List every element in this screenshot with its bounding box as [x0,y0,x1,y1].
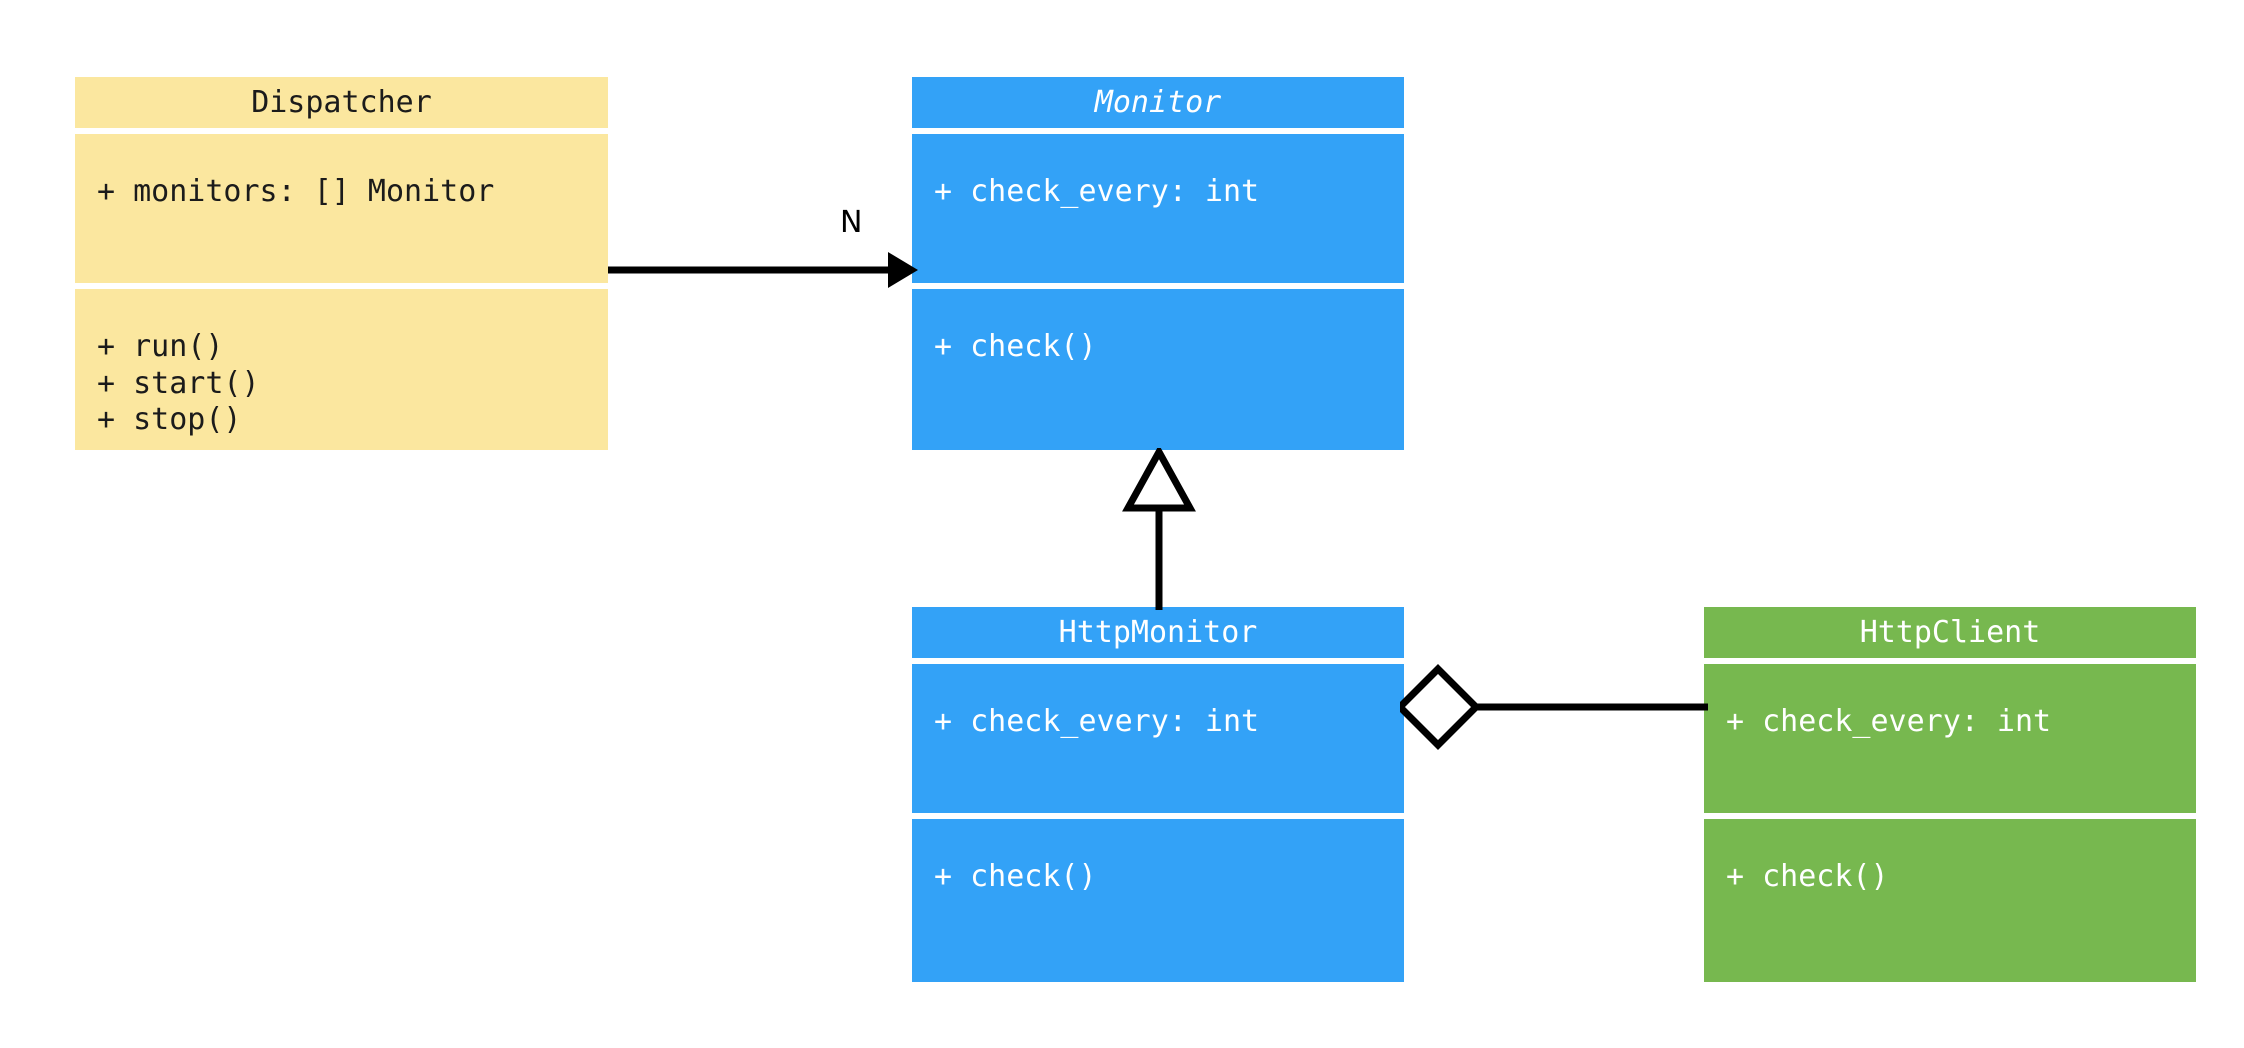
dispatcher-title-compartment: Dispatcher [75,77,608,128]
uml-class-dispatcher[interactable]: Dispatcher + monitors: [] Monitor + run(… [75,77,608,450]
http-client-attributes-compartment: + check_every: int [1704,664,2196,813]
http-client-divider-2 [1704,813,2196,819]
monitor-divider-1 [912,128,1404,134]
http-monitor-attributes-compartment: + check_every: int [912,664,1404,813]
generalization-httpmonitor-monitor [1122,448,1196,610]
dispatcher-method-start: + start() [97,365,260,401]
http-monitor-attribute: + check_every: int [934,704,1260,739]
http-client-attribute: + check_every: int [1726,704,2052,739]
monitor-attributes-compartment: + check_every: int [912,134,1404,283]
http-monitor-divider-1 [912,658,1404,664]
aggregation-httpmonitor-httpclient [1400,664,1708,750]
http-monitor-divider-2 [912,813,1404,819]
dispatcher-attributes-compartment: + monitors: [] Monitor [75,134,608,283]
http-client-method-check: + check() [1726,859,1889,894]
dispatcher-class-name: Dispatcher [251,84,432,120]
uml-class-http-client[interactable]: HttpClient + check_every: int + check() [1704,607,2196,982]
association-dispatcher-monitor [608,252,918,288]
association-multiplicity-label: N [840,205,863,240]
http-monitor-methods-compartment: + check() [912,819,1404,982]
dispatcher-divider-1 [75,128,608,134]
http-client-title-compartment: HttpClient [1704,607,2196,658]
dispatcher-method-run: + run() [97,329,224,364]
http-client-methods-compartment: + check() [1704,819,2196,982]
uml-class-monitor[interactable]: Monitor + check_every: int + check() [912,77,1404,450]
http-monitor-title-compartment: HttpMonitor [912,607,1404,658]
monitor-class-name: Monitor [1094,84,1222,120]
http-monitor-class-name: HttpMonitor [1058,614,1258,650]
http-client-class-name: HttpClient [1859,614,2041,650]
monitor-title-compartment: Monitor [912,77,1404,128]
dispatcher-methods-compartment: + run() + start() + stop() [75,289,608,450]
uml-class-http-monitor[interactable]: HttpMonitor + check_every: int + check() [912,607,1404,982]
http-client-divider-1 [1704,658,2196,664]
monitor-methods-compartment: + check() [912,289,1404,450]
monitor-divider-2 [912,283,1404,289]
monitor-attribute: + check_every: int [934,174,1260,209]
dispatcher-method-stop: + stop() [97,402,242,438]
dispatcher-divider-2 [75,283,608,289]
monitor-method-check: + check() [934,329,1097,364]
http-monitor-method-check: + check() [934,859,1097,894]
dispatcher-attribute: + monitors: [] Monitor [97,174,495,209]
